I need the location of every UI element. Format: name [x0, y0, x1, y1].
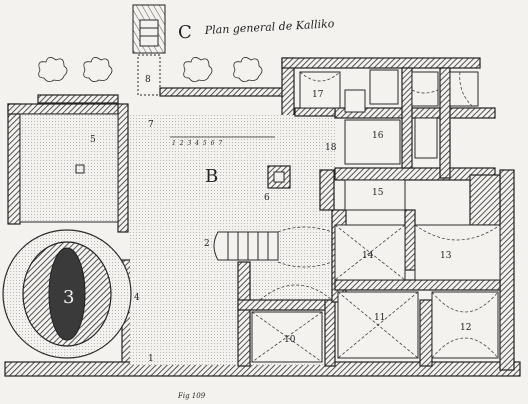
label-7: 7	[148, 120, 154, 130]
plan-title: Plan general de Kalliko	[203, 17, 335, 37]
label-5: 5	[90, 135, 96, 145]
label-13: 13	[440, 251, 452, 261]
label-16: 16	[372, 131, 384, 141]
figure-number: Fig 109	[177, 392, 206, 400]
label-14: 14	[362, 251, 374, 261]
label-4: 4	[134, 293, 140, 303]
label-8: 8	[145, 75, 151, 85]
label-6: 6	[264, 193, 270, 203]
vault-lines	[251, 71, 501, 363]
court-5	[19, 113, 119, 223]
label-17: 17	[312, 90, 324, 100]
label-10: 10	[284, 335, 296, 345]
staircase	[213, 231, 279, 261]
label-12: 12	[460, 323, 471, 333]
label-11: 11	[374, 313, 385, 323]
label-c: C	[178, 22, 192, 43]
label-18: 18	[325, 143, 337, 153]
tree-row	[38, 57, 263, 82]
gate-tower	[132, 4, 166, 96]
scale-marks: 1 2 3 4 5 6 7	[172, 140, 223, 147]
oval-pool	[2, 229, 132, 359]
label-3: 3	[63, 287, 74, 308]
label-2: 2	[204, 239, 210, 249]
label-1: 1	[148, 354, 154, 364]
label-b: B	[205, 166, 218, 187]
label-15: 15	[372, 188, 384, 198]
